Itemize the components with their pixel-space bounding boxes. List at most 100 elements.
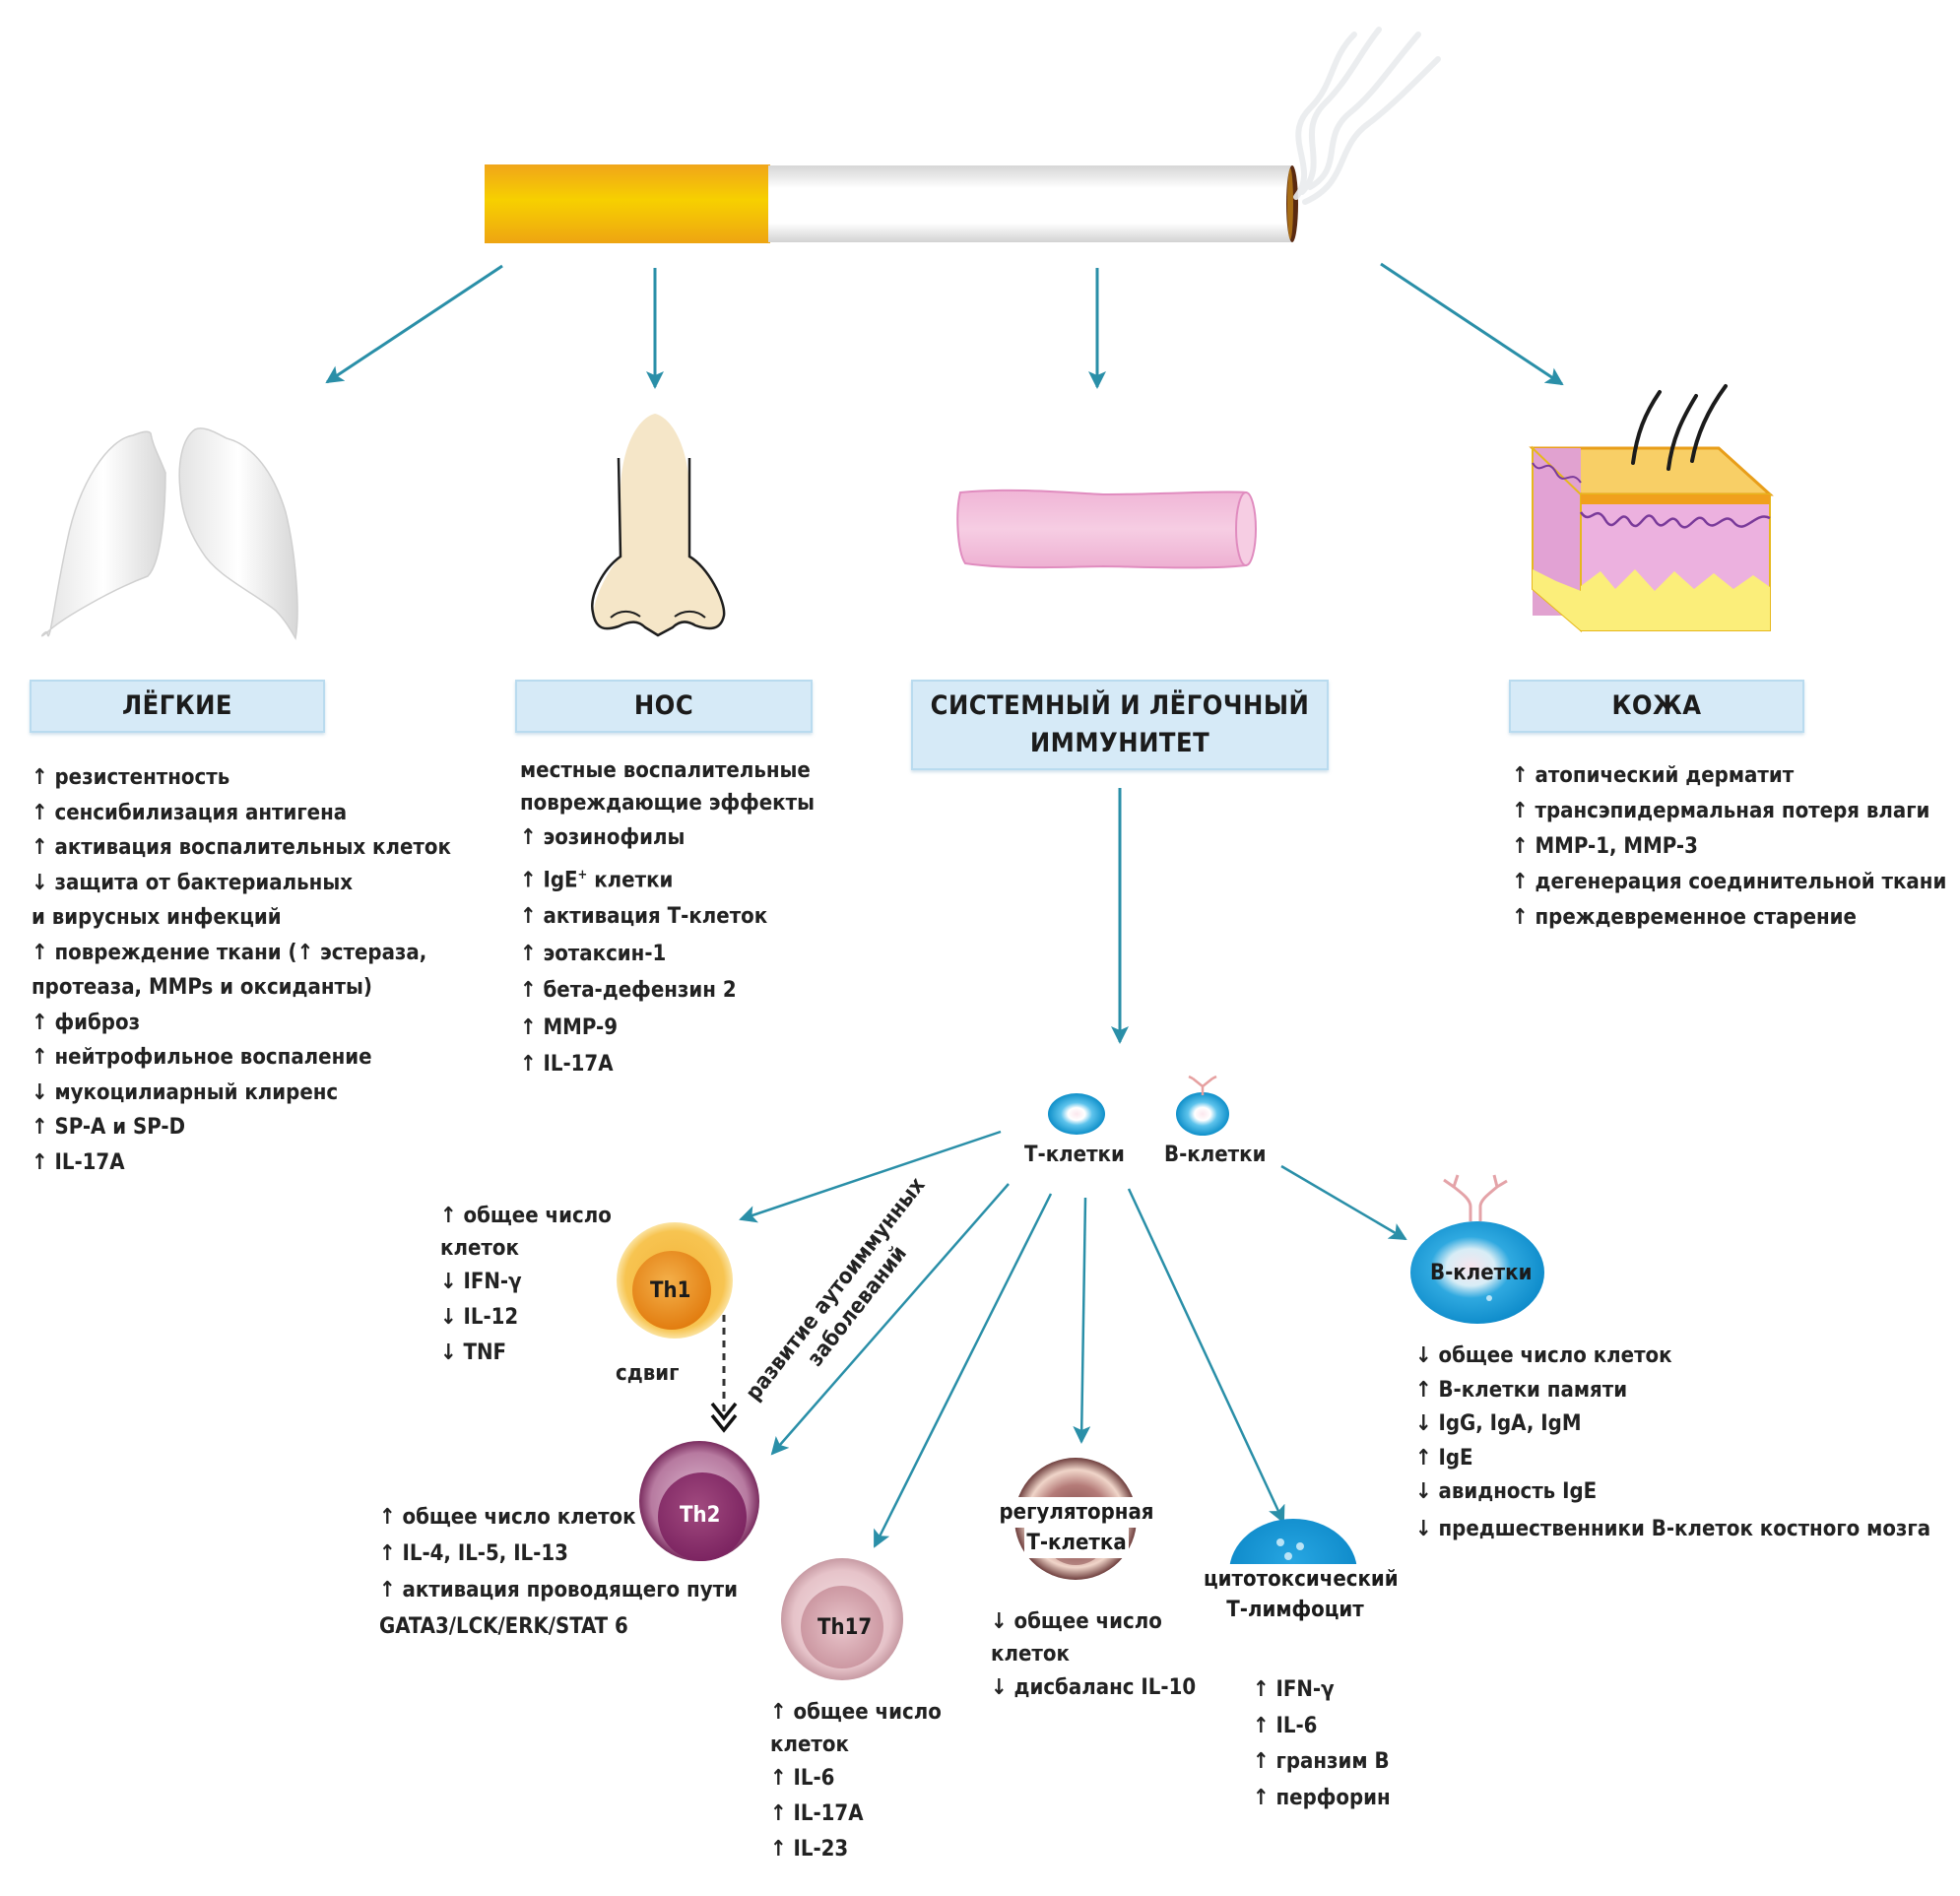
shift-label: сдвиг <box>616 1361 680 1386</box>
th17-cell-icon <box>781 1558 903 1680</box>
treg-effects-list: ↓ общее число клеток ↓ дисбаланс IL-10 <box>991 1605 1196 1706</box>
list-item: ↑ сенсибилизация антигена <box>32 800 348 825</box>
b-cell-icon <box>1410 1174 1544 1324</box>
list-item: ↑ бета-дефензин 2 <box>520 978 737 1004</box>
cigarette-icon <box>485 164 1298 243</box>
list-item: ↑ атопический дерматит <box>1512 763 1795 788</box>
list-item: ↓ общее число клеток <box>1415 1343 1672 1368</box>
list-item: ↑ MMP-9 <box>520 1014 618 1040</box>
lungs-header: ЛЁГКИЕ <box>30 680 325 733</box>
arrow-to-skin <box>1380 262 1564 386</box>
list-item: ↑ IL-23 <box>770 1837 849 1862</box>
list-item: ↑ IL-6 <box>770 1766 835 1791</box>
b-cell-small-icon <box>1176 1075 1229 1136</box>
list-item: ↓ IFN-γ <box>440 1270 522 1294</box>
list-item: ↑ гранзим В <box>1253 1749 1390 1774</box>
th17-label: Th17 <box>817 1615 873 1640</box>
nose-header: НОС <box>515 680 813 733</box>
arrow-to-lungs <box>325 264 503 384</box>
list-item: ↑ MMP-1, MMP-3 <box>1512 834 1698 859</box>
lungs-icon <box>40 427 298 640</box>
treg-label-line2: Т-клетка <box>1024 1528 1129 1558</box>
arrow-to-th17 <box>873 1193 1053 1548</box>
list-item: ↑ общее число клеток <box>379 1505 636 1530</box>
list-item: ↑ эозинофилы <box>520 825 686 850</box>
treg-label: регуляторная Т-клетка <box>993 1497 1160 1558</box>
ige-suffix: клетки <box>587 867 674 892</box>
arrow-to-ctl <box>1127 1188 1285 1524</box>
t-cells-label: Т-клетки <box>1024 1143 1125 1167</box>
list-item: клеток <box>770 1733 849 1757</box>
blood-vessel-icon <box>956 489 1257 569</box>
skin-effects-list: ↑ атопический дерматит ↑ трансэпидермаль… <box>1512 758 1946 936</box>
list-item: ↑ преждевременное старение <box>1512 905 1857 930</box>
list-item: ↑ IL-17A <box>32 1149 125 1175</box>
list-item: ↑ В-клетки памяти <box>1415 1377 1628 1403</box>
skin-title: КОЖА <box>1611 690 1702 721</box>
immunity-title-line1: СИСТЕМНЫЙ И ЛЁГОЧНЫЙ <box>930 690 1310 721</box>
th17-effects-list: ↑ общее число клеток ↑ IL-6 ↑ IL-17A ↑ I… <box>770 1696 942 1867</box>
arrow-to-th2 <box>770 1183 1010 1456</box>
ctl-label-line1: цитотоксический <box>1202 1564 1399 1595</box>
arrow-to-treg <box>1073 1197 1091 1444</box>
th1-cell-icon <box>617 1222 733 1339</box>
list-item: ↑ IgE <box>1415 1445 1473 1471</box>
th1-effects-list: ↑ общее число клеток ↓ IFN-γ ↓ IL-12 ↓ T… <box>440 1200 612 1371</box>
list-item: ↑ нейтрофильное воспаление <box>32 1045 372 1070</box>
ctl-effects-list: ↑ IFN-γ ↑ IL-6 ↑ гранзим В ↑ перфорин <box>1253 1672 1391 1816</box>
lungs-title: ЛЁГКИЕ <box>121 690 233 721</box>
th2-label: Th2 <box>680 1503 721 1528</box>
th2-cell-icon <box>639 1441 759 1561</box>
list-item: ↓ общее число <box>991 1609 1162 1634</box>
arrow-to-bcell <box>1280 1164 1407 1241</box>
list-item: GATA3/LCK/ERK/STAT 6 <box>379 1614 628 1639</box>
list-item: местные воспалительные <box>520 758 811 783</box>
b-cells-label: В-клетки <box>1164 1143 1267 1167</box>
list-item: ↑ активация воспалительных клеток <box>32 835 451 860</box>
list-item: ↑ IL-6 <box>1253 1713 1318 1738</box>
th2-effects-list: ↑ общее число клеток ↑ IL-4, IL-5, IL-13… <box>379 1499 738 1645</box>
cigarette-arrows <box>325 262 1564 389</box>
list-item: ↑ активация проводящего пути <box>379 1578 738 1602</box>
th1-label: Th1 <box>650 1278 691 1303</box>
list-item: ↑ перфорин <box>1253 1785 1391 1810</box>
treg-label-line1: регуляторная <box>993 1497 1160 1528</box>
ctl-label: цитотоксический Т-лимфоцит <box>1202 1564 1399 1625</box>
nose-icon <box>591 414 726 637</box>
nose-title: НОС <box>633 690 694 721</box>
list-item: протеаза, MMPs и оксиданты) <box>32 975 372 1000</box>
list-item: ↓ дисбаланс IL-10 <box>991 1675 1197 1700</box>
skin-section-icon <box>1529 384 1774 633</box>
ige-superscript: + <box>577 867 588 883</box>
list-item: ↑ SP-A и SP-D <box>32 1115 186 1140</box>
lungs-effects-list: ↑ резистентность ↑ сенсибилизация антиге… <box>32 760 451 1180</box>
list-item: ↑ IL-17A <box>520 1052 614 1078</box>
list-item: ↑ трансэпидермальная потеря влаги <box>1512 799 1930 823</box>
list-item: ↓ мукоцилиарный клиренс <box>32 1079 339 1105</box>
list-item: клеток <box>440 1236 519 1261</box>
lymphocyte-arrows <box>739 1130 1407 1548</box>
ctl-label-line2: Т-лимфоцит <box>1224 1595 1366 1625</box>
list-item: ↓ IgG, IgA, IgM <box>1415 1411 1582 1436</box>
nose-effects-list: местные воспалительные повреждающие эффе… <box>520 754 815 1083</box>
list-item: ↓ TNF <box>440 1340 507 1365</box>
list-item: ↓ IL-12 <box>440 1305 519 1330</box>
list-item: ↑ IL-4, IL-5, IL-13 <box>379 1541 568 1566</box>
smoke-icon <box>1293 27 1441 205</box>
shift-arrow <box>710 1315 738 1433</box>
list-item: ↑ IgE+ клетки <box>520 857 815 899</box>
list-item: ↑ фиброз <box>32 1010 141 1035</box>
list-item: ↑ общее число <box>440 1204 612 1228</box>
list-item: ↑ эотаксин-1 <box>520 941 667 966</box>
list-item: ↓ авидность IgE <box>1415 1479 1598 1504</box>
list-item: ↑ дегенерация соединительной ткани <box>1512 870 1947 894</box>
list-item: клеток <box>991 1642 1070 1667</box>
list-item: ↓ предшественники В-клеток костного мозг… <box>1415 1516 1931 1541</box>
list-item: ↑ общее число <box>770 1700 942 1725</box>
list-item: ↑ активация Т-клеток <box>520 904 768 930</box>
list-item: и вирусных инфекций <box>32 905 282 930</box>
skin-header: КОЖА <box>1509 680 1804 733</box>
list-item: ↑ резистентность <box>32 765 230 790</box>
list-item: ↑ IFN-γ <box>1253 1677 1335 1702</box>
